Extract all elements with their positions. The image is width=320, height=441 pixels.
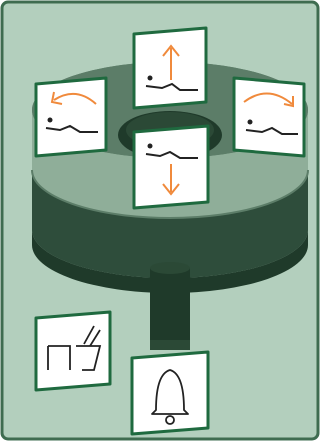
recline-down-arrow-icon <box>145 143 198 196</box>
recline-curved-left-arrow-icon <box>45 91 98 133</box>
tilt-back-button[interactable] <box>34 76 108 158</box>
lower-patient-button[interactable] <box>132 124 210 210</box>
spittoon-position-icon <box>47 325 102 371</box>
rinse-position-button[interactable] <box>34 310 112 392</box>
call-bell-button[interactable] <box>130 350 210 436</box>
recline-up-arrow-icon <box>145 44 198 91</box>
tilt-forward-button[interactable] <box>232 76 306 158</box>
raise-patient-button[interactable] <box>132 26 208 110</box>
bell-icon <box>151 369 189 425</box>
recline-curved-right-arrow-icon <box>243 92 298 135</box>
